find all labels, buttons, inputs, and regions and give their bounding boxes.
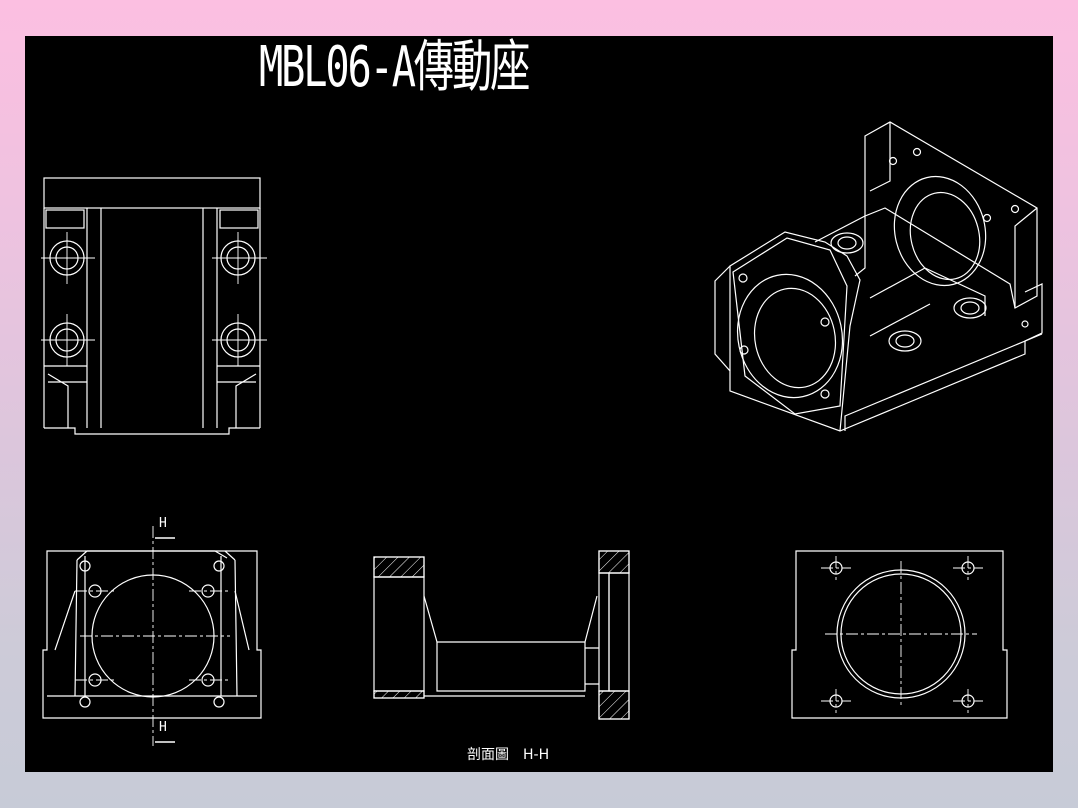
section-caption-name: H-H: [523, 747, 550, 763]
cad-views: [41, 121, 1043, 746]
cad-drawing-sheet: MBL06-A傳動座: [25, 36, 1053, 772]
side-view: [791, 550, 1008, 719]
isometric-view: [714, 121, 1043, 432]
top-view: [41, 177, 267, 435]
section-marker-top: H: [159, 516, 167, 531]
section-marker-bottom: H: [159, 720, 167, 735]
section-caption-label: 剖面圖: [467, 747, 509, 763]
drawing-title: MBL06-A傳動座: [259, 35, 530, 100]
section-view-hh: [373, 550, 630, 720]
front-view: [42, 526, 262, 746]
section-caption: 剖面圖 H-H: [467, 744, 563, 764]
